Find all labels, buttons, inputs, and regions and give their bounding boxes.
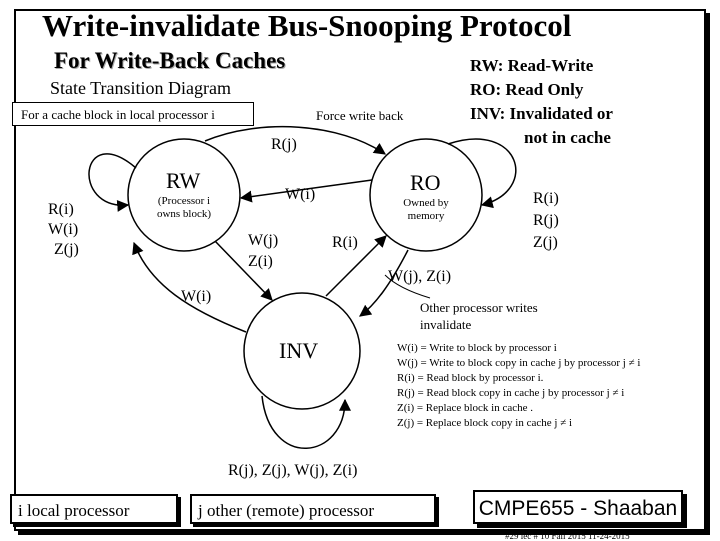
ro-self-z-j: Z(j) (533, 234, 558, 251)
ro-self-r-i: R(i) (533, 190, 559, 207)
force-write-back-label: Force write back (316, 108, 404, 123)
other-processor-note-1: Other processor writes (420, 300, 538, 315)
legend-ro: RO: Read Only (470, 80, 584, 99)
definition-item: W(i) = Write to block by processor i (397, 342, 557, 354)
state-rw-label: RW (166, 168, 201, 193)
other-processor-note: Other processor writes invalidate (420, 299, 538, 333)
edge-inv-self-loop (261, 395, 351, 449)
rw-to-inv-w-j: W(j) (248, 232, 279, 249)
edge-ro-self-loop (447, 138, 517, 209)
edge-inv-to-ro (325, 235, 387, 297)
inv-self-loop-label: R(j), Z(j), W(j), Z(i) (228, 462, 358, 479)
definitions-list: W(i) = Write to block by processor i W(j… (397, 341, 640, 431)
definition-item: R(j) = Read block copy in cache j by pro… (397, 387, 625, 399)
state-inv-circle (243, 292, 361, 410)
slide-frame (14, 9, 706, 531)
state-inv-label: INV (279, 338, 319, 363)
inv-to-rw-label: W(i) (181, 288, 212, 305)
state-rw-note-1: (Processor i (157, 195, 211, 207)
other-processor-note-2: invalidate (420, 317, 472, 332)
note-pointer-line (384, 274, 431, 299)
context-box: For a cache block in local processor i (12, 102, 254, 126)
state-ro-circle (369, 138, 483, 252)
definition-item: Z(j) = Replace block copy in cache j ≠ i (397, 417, 573, 429)
rw-self-w-i: W(i) (48, 221, 79, 238)
edge-rw-self-loop (88, 153, 137, 212)
ro-self-r-j: R(j) (533, 212, 559, 229)
course-box: CMPE655 - Shaaban (473, 490, 683, 524)
rw-self-r-i: R(i) (48, 201, 74, 218)
inv-to-ro-label: R(i) (332, 234, 358, 251)
context-text: For a cache block in local processor i (21, 107, 215, 122)
edge-rw-to-ro (204, 125, 386, 155)
state-ro-label: RO (410, 170, 441, 195)
slide-footer: #29 lec # 10 Fall 2015 11-24-2015 (505, 531, 630, 541)
legend-rw: RW: Read-Write (470, 56, 594, 75)
diagram-label: State Transition Diagram (50, 78, 231, 98)
ro-to-rw-label: W(i) (285, 186, 316, 203)
definition-item: Z(i) = Replace block in cache . (397, 402, 534, 414)
legend-inv-cont: not in cache (524, 128, 611, 147)
remote-processor-box: j other (remote) processor (190, 494, 436, 524)
edge-inv-to-rw (132, 241, 247, 333)
edge-ro-to-rw (239, 179, 373, 203)
definition-item: R(i) = Read block by processor i. (397, 372, 544, 384)
local-processor-box: i local processor (10, 494, 178, 524)
edge-rw-to-inv (214, 240, 273, 301)
edge-ro-to-inv (359, 249, 409, 317)
state-rw-note: (Processor i owns block) (138, 195, 230, 221)
state-ro-note-2: memory (407, 210, 445, 222)
state-legend: RW: Read-Write RO: Read Only INV: Invali… (470, 54, 613, 150)
state-ro-note-1: Owned by (403, 197, 449, 209)
rw-to-ro-label: R(j) (271, 136, 297, 153)
rw-to-inv-label: W(j) Z(i) (248, 230, 278, 272)
state-rw-note-2: owns block) (156, 208, 212, 220)
rw-to-inv-z-i: Z(i) (248, 253, 273, 270)
ro-self-loop-labels: R(i) R(j) Z(j) (533, 188, 559, 254)
slide-title: Write-invalidate Bus-Snooping Protocol (42, 8, 572, 43)
definition-item: W(j) = Write to block copy in cache j by… (397, 357, 641, 369)
state-ro-note: Owned by memory (394, 197, 458, 223)
rw-self-z-j: Z(j) (54, 241, 79, 258)
legend-inv: INV: Invalidated or (470, 104, 613, 123)
rw-self-loop-labels: R(i) W(i) Z(j) (48, 200, 79, 260)
slide-subtitle: For Write-Back Caches (54, 48, 286, 73)
ro-to-inv-label: W(j), Z(i) (388, 268, 452, 285)
